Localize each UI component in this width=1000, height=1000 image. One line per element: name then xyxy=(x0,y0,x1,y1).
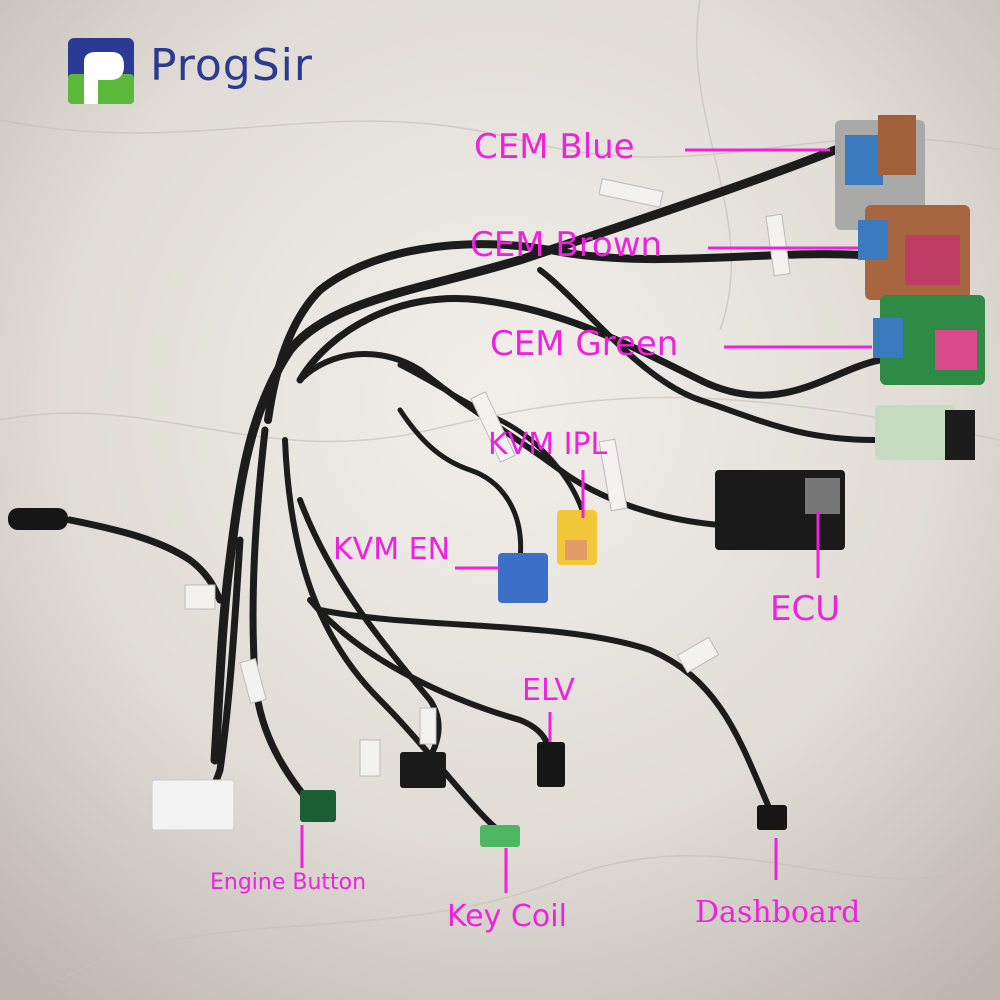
dashboard-connector xyxy=(757,805,787,830)
cem-brown-connector xyxy=(858,205,970,300)
kvm-en-connector xyxy=(498,553,548,603)
cem-green-label: CEM Green xyxy=(490,324,679,364)
progsir-logo-icon xyxy=(68,38,134,104)
kvm-en-label: KVM EN xyxy=(333,532,451,567)
key-coil-label: Key Coil xyxy=(447,899,567,934)
cem-blue-label: CEM Blue xyxy=(474,127,635,167)
kvm-ipl-connector xyxy=(557,510,597,565)
key-coil-connector xyxy=(480,825,520,847)
elv-connector xyxy=(537,742,565,787)
elv-label: ELV xyxy=(522,673,575,708)
ecu-connector xyxy=(715,470,845,550)
barrel-connector xyxy=(8,508,68,530)
cem-blue-connector xyxy=(835,115,925,230)
cable-tags xyxy=(184,178,791,777)
black-square-connector xyxy=(400,752,446,788)
brand-logo-text: ProgSir xyxy=(150,40,313,91)
kvm-ipl-label: KVM IPL xyxy=(488,427,608,462)
cem-green-connector xyxy=(873,295,985,385)
cem-grey-green-connector xyxy=(875,405,975,460)
cable-bundle xyxy=(66,145,884,838)
engine-button-label: Engine Button xyxy=(210,870,367,895)
engine-button-connector xyxy=(300,790,336,822)
cem-brown-label: CEM Brown xyxy=(470,225,663,265)
white-obd-connector xyxy=(151,779,235,831)
ecu-label: ECU xyxy=(770,589,841,629)
dashboard-label: Dashboard xyxy=(695,895,861,930)
pointer-lines xyxy=(300,148,872,893)
